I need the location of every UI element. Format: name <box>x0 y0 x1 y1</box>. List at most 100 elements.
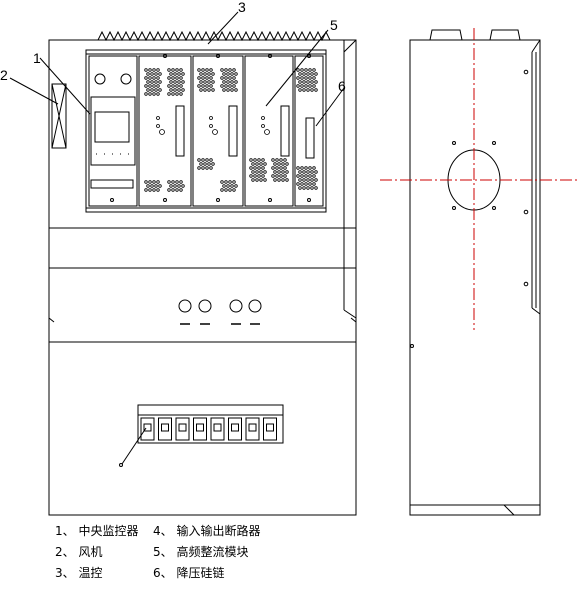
vent-dot <box>171 92 175 96</box>
vent-dot <box>234 184 238 188</box>
vent-dot <box>222 184 226 188</box>
vent-dot <box>167 92 171 96</box>
vent-dot <box>156 188 160 192</box>
module-rack <box>85 49 327 213</box>
vent-dot <box>167 188 171 192</box>
vent-dot <box>283 166 287 170</box>
vent-dot <box>171 180 175 184</box>
vent-dot <box>199 162 203 166</box>
vent-dot <box>152 180 156 184</box>
vent-dot <box>222 88 226 92</box>
vent-dot <box>205 84 209 88</box>
vent-dot <box>173 72 177 76</box>
vent-dot <box>150 184 154 188</box>
vent-dot <box>304 68 308 72</box>
vent-dot <box>179 92 183 96</box>
vent-dot <box>232 68 236 72</box>
vent-dot <box>234 72 238 76</box>
vent-dot <box>211 88 215 92</box>
vent-dot <box>279 174 283 178</box>
vent-dot <box>181 184 185 188</box>
vent-dot <box>228 68 232 72</box>
vent-dot <box>261 166 265 170</box>
vent-dot <box>232 180 236 184</box>
vent-dot <box>302 72 306 76</box>
vent-dot <box>230 88 234 92</box>
vent-dot <box>257 174 261 178</box>
vent-dot <box>273 178 277 182</box>
vent-dot <box>273 170 277 174</box>
vent-dot <box>144 76 148 80</box>
vent-dot <box>148 68 152 72</box>
vent-dot <box>226 184 230 188</box>
vent-dot <box>314 72 318 76</box>
vent-dot <box>207 88 211 92</box>
vent-dot <box>179 76 183 80</box>
legend-item: 2、 风机 <box>55 545 103 559</box>
vent-dot <box>300 68 304 72</box>
vent-dot <box>169 88 173 92</box>
vent-dot <box>259 178 263 182</box>
vent-dot <box>253 174 257 178</box>
vent-dot <box>226 72 230 76</box>
vent-dot <box>281 178 285 182</box>
vent-dot <box>296 76 300 80</box>
vent-dot <box>257 166 261 170</box>
vent-dot <box>211 72 215 76</box>
breaker-switch <box>210 417 225 441</box>
vent-dot <box>275 174 279 178</box>
breaker-switch <box>228 417 242 441</box>
breaker-toggle <box>231 423 239 432</box>
callout-6: 6 <box>338 78 346 94</box>
vent-dot <box>205 68 209 72</box>
vent-dot <box>177 72 181 76</box>
vent-dot <box>150 72 154 76</box>
vent-dot <box>234 80 238 84</box>
vent-dot <box>310 72 314 76</box>
vent-dot <box>167 84 171 88</box>
vent-dot <box>144 188 148 192</box>
vent-dot <box>197 158 201 162</box>
vent-dot <box>173 80 177 84</box>
vent-dot <box>181 88 185 92</box>
vent-dot <box>197 166 201 170</box>
vent-dot <box>296 182 300 186</box>
vent-dot <box>300 76 304 80</box>
breaker-toggle <box>196 423 204 432</box>
vent-dot <box>271 166 275 170</box>
vent-dot <box>181 80 185 84</box>
vent-dot <box>146 184 150 188</box>
vent-dot <box>306 80 310 84</box>
vent-dot <box>175 180 179 184</box>
vent-dot <box>201 68 205 72</box>
vent-dot <box>232 76 236 80</box>
indicator-lamp-icon <box>229 299 243 313</box>
vent-dot <box>285 170 289 174</box>
vent-dot <box>312 76 316 80</box>
monitor-screen <box>94 111 130 143</box>
breaker-toggle <box>161 423 169 432</box>
vent-dot <box>255 162 259 166</box>
vent-dot <box>152 188 156 192</box>
vent-dot <box>232 188 236 192</box>
breaker-toggle <box>143 423 152 432</box>
vent-dot <box>177 88 181 92</box>
vent-dot <box>230 184 234 188</box>
vent-dot <box>306 170 310 174</box>
side-cabinet-outline <box>409 39 541 516</box>
vent-dot <box>253 158 257 162</box>
vent-dot <box>306 88 310 92</box>
vent-dot <box>281 162 285 166</box>
vent-dot <box>263 170 267 174</box>
vent-dot <box>300 166 304 170</box>
vent-dot <box>249 166 253 170</box>
breaker-toggle <box>213 423 222 432</box>
vent-dot <box>251 170 255 174</box>
vent-dot <box>179 68 183 72</box>
vent-dot <box>226 88 230 92</box>
vent-dot <box>271 158 275 162</box>
vent-dot <box>273 162 277 166</box>
vent-dot <box>158 80 162 84</box>
vent-dot <box>308 166 312 170</box>
vent-dot <box>251 178 255 182</box>
